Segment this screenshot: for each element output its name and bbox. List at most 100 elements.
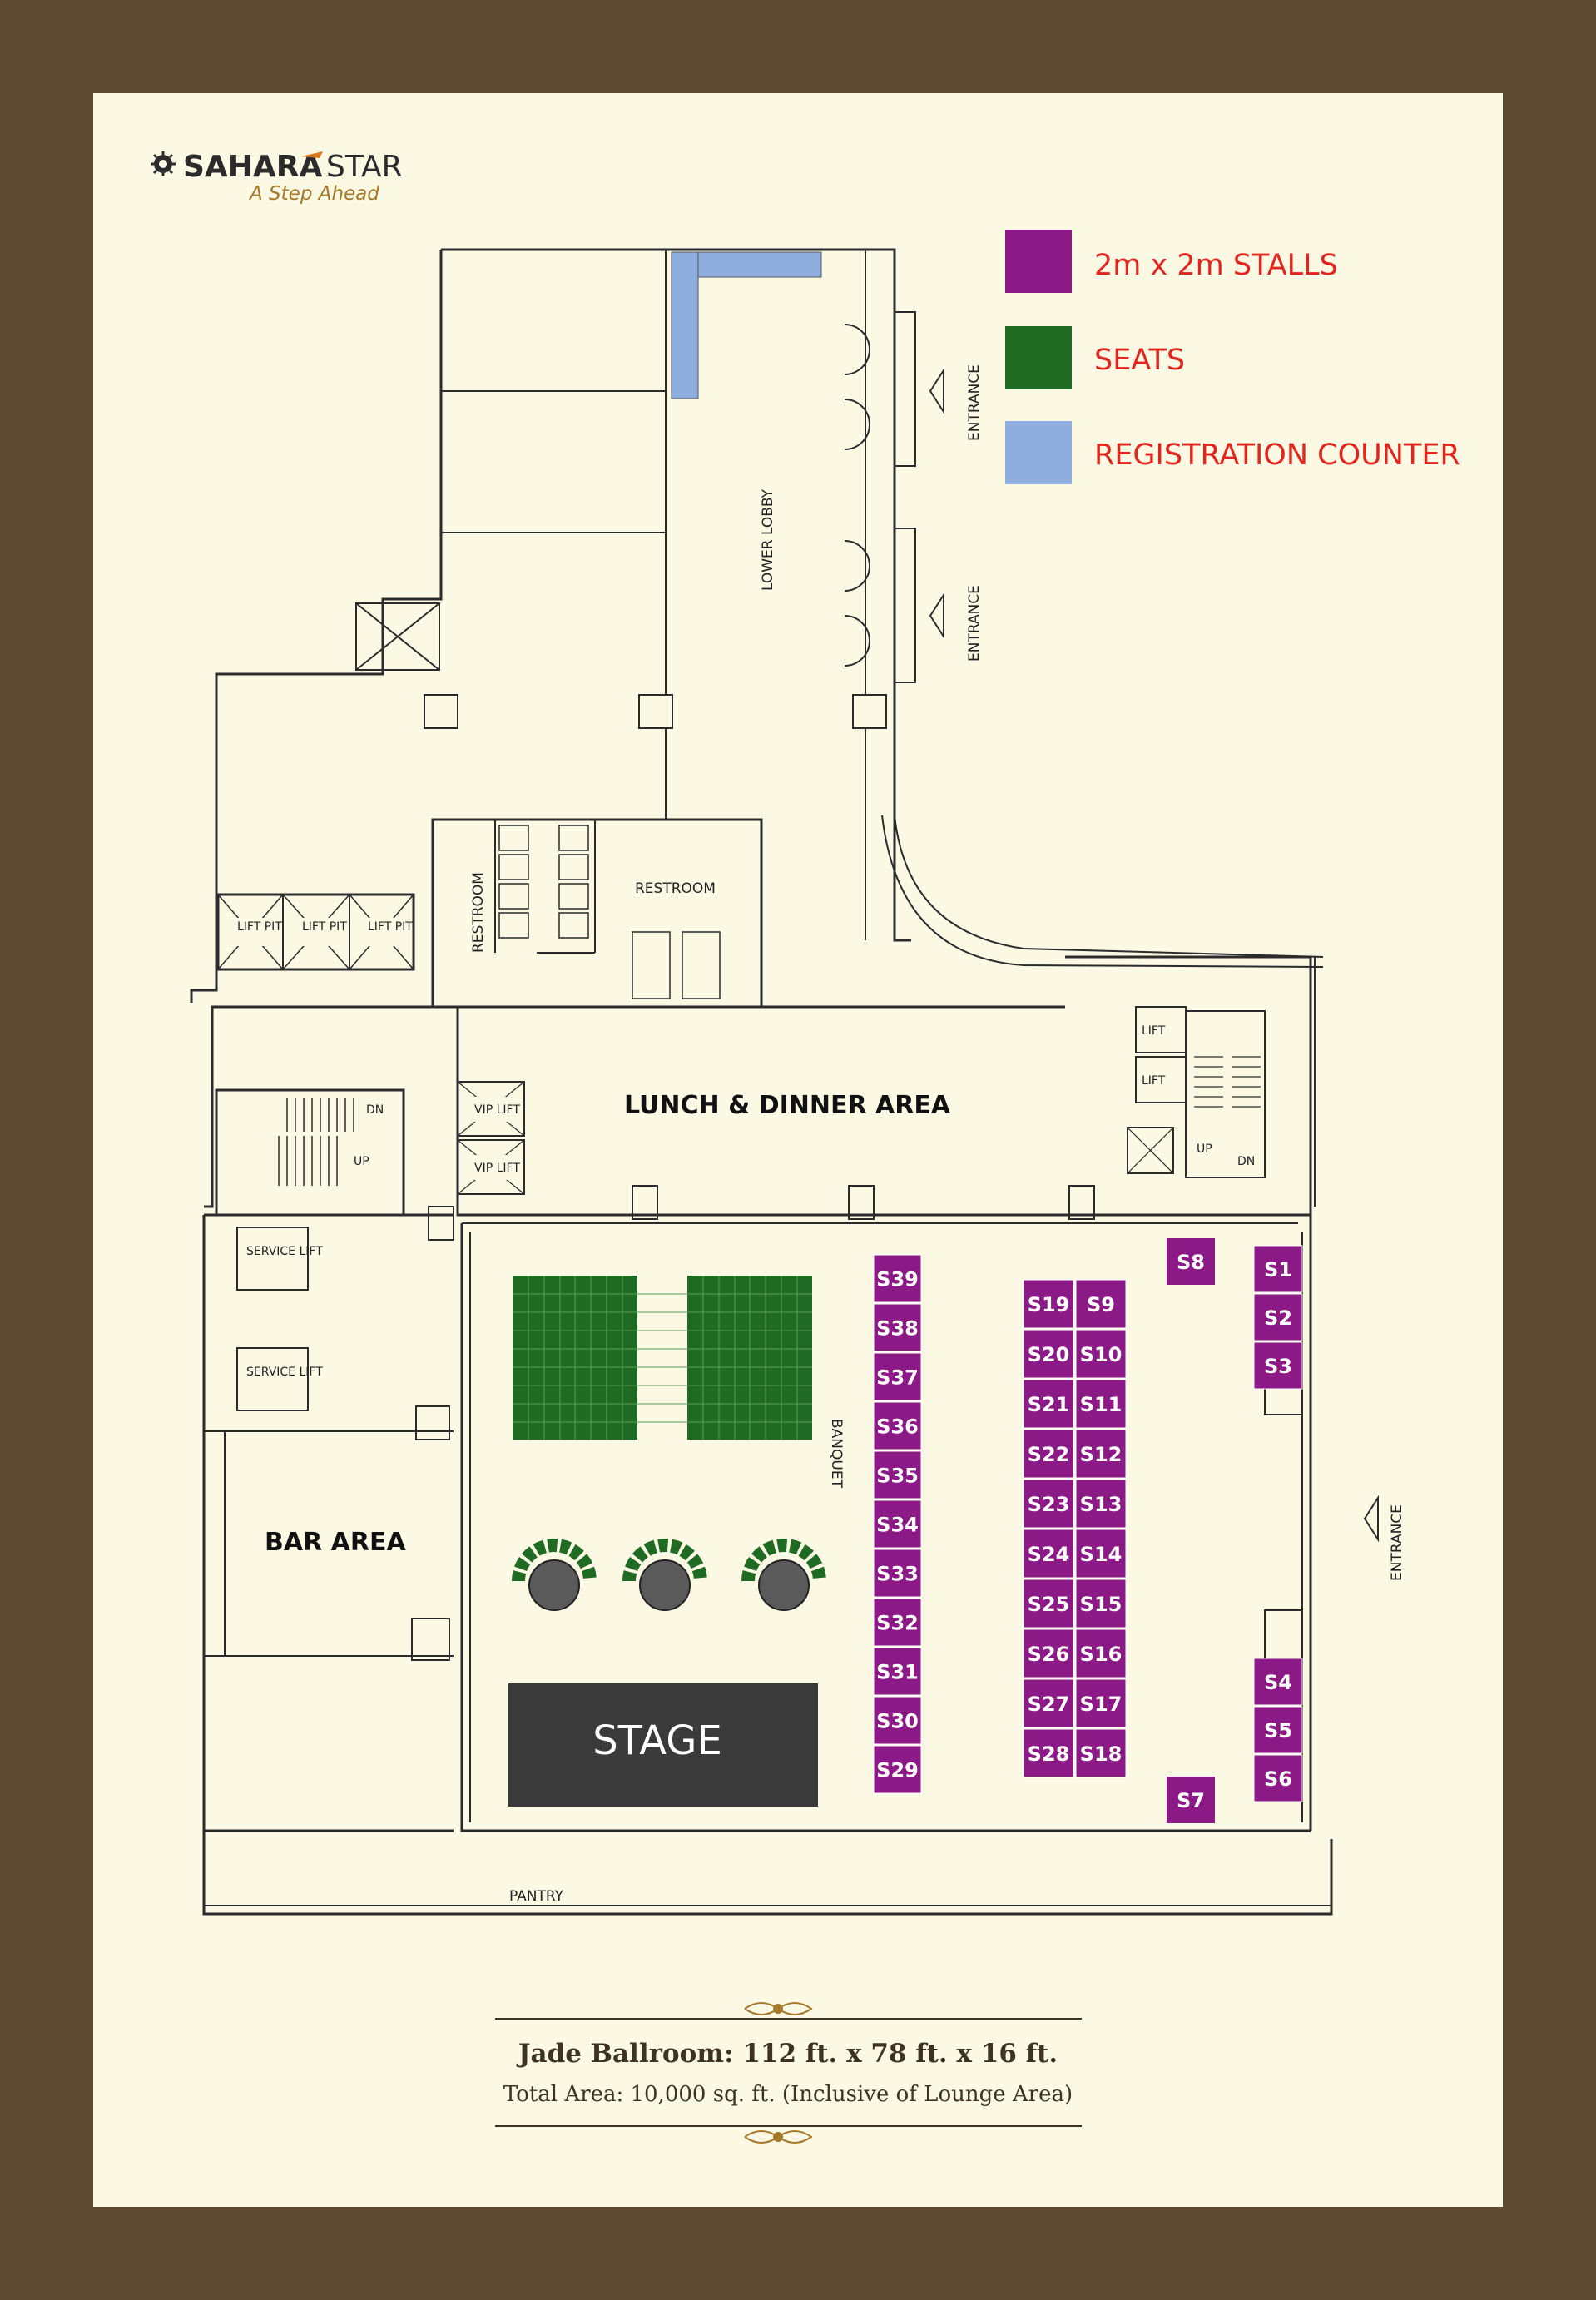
service-lift-label-2: SERVICE LIFT — [246, 1366, 323, 1379]
round-table-2 — [622, 1539, 707, 1611]
stall-s19 — [1023, 1279, 1074, 1329]
legend-swatch-stalls — [1005, 230, 1072, 293]
stall-s4 — [1253, 1658, 1303, 1706]
stall-label-s30: S30 — [876, 1710, 919, 1733]
stall-s9 — [1075, 1279, 1127, 1329]
stall-s36 — [873, 1401, 922, 1450]
stall-label-s7: S7 — [1177, 1789, 1205, 1812]
stall-label-s9: S9 — [1087, 1293, 1115, 1316]
stall-label-s23: S23 — [1028, 1493, 1070, 1516]
stall-label-s3: S3 — [1264, 1355, 1292, 1378]
entrance-label-middle: ENTRANCE — [966, 585, 983, 662]
restroom-label-left: RESTROOM — [470, 872, 487, 953]
vip-lift-label-2: VIP LIFT — [474, 1162, 520, 1175]
stall-s17 — [1075, 1678, 1127, 1728]
legend-label-stalls: 2m x 2m STALLS — [1094, 249, 1338, 282]
stall-s38 — [873, 1303, 922, 1352]
legend-swatch-seats — [1005, 326, 1072, 389]
stall-label-s38: S38 — [876, 1317, 919, 1341]
stall-s10 — [1075, 1329, 1127, 1379]
stall-s21 — [1023, 1379, 1074, 1429]
entrance-arrow-icon — [1363, 1495, 1379, 1543]
stall-label-s36: S36 — [876, 1415, 919, 1439]
lobby-entrance-doors — [844, 311, 916, 683]
stall-s5 — [1253, 1706, 1303, 1754]
seating-blocks — [513, 1276, 812, 1440]
round-table-3 — [741, 1539, 826, 1611]
caption-title: Jade Ballroom: 112 ft. x 78 ft. x 16 ft. — [516, 2039, 1058, 2069]
legend-label-seats: SEATS — [1094, 344, 1185, 377]
stall-s1 — [1253, 1245, 1303, 1293]
stall-s12 — [1075, 1429, 1127, 1479]
stall-label-s34: S34 — [876, 1514, 919, 1537]
lift-label-2: LIFT — [1142, 1074, 1166, 1088]
entrance-label-top: ENTRANCE — [966, 364, 983, 441]
stall-label-s5: S5 — [1264, 1719, 1292, 1742]
entrance-label-right: ENTRANCE — [1389, 1504, 1405, 1581]
stall-label-s37: S37 — [876, 1366, 919, 1390]
stall-label-s26: S26 — [1028, 1643, 1070, 1666]
entrance-top-marker: ENTRANCE — [929, 364, 983, 441]
entrance-arrow-icon — [929, 592, 944, 640]
stall-label-s14: S14 — [1080, 1543, 1123, 1566]
lower-lobby-label: LOWER LOBBY — [760, 488, 776, 591]
banquet-label: BANQUET — [828, 1419, 845, 1489]
registration-counter-side — [671, 251, 699, 399]
stall-s7 — [1167, 1777, 1215, 1823]
stall-label-s18: S18 — [1080, 1742, 1123, 1766]
entrance-arrow-icon — [929, 367, 944, 415]
stall-s33 — [873, 1549, 922, 1598]
stall-s8 — [1167, 1238, 1215, 1285]
stall-s24 — [1023, 1529, 1074, 1579]
brand-name-light: STAR — [326, 150, 403, 184]
stall-label-s10: S10 — [1080, 1343, 1123, 1366]
stall-s11 — [1075, 1379, 1127, 1429]
stall-label-s13: S13 — [1080, 1493, 1123, 1516]
brand-name-bold: SAHARA — [183, 150, 323, 184]
stall-s27 — [1023, 1678, 1074, 1728]
stall-s18 — [1075, 1728, 1127, 1778]
stall-s30 — [873, 1696, 922, 1745]
lift-pits: LIFT PIT LIFT PIT LIFT PIT — [216, 893, 415, 971]
stall-label-s8: S8 — [1177, 1251, 1205, 1274]
stall-s15 — [1075, 1579, 1127, 1628]
stall-s34 — [873, 1499, 922, 1549]
stall-label-s17: S17 — [1080, 1693, 1123, 1716]
stall-s14 — [1075, 1529, 1127, 1579]
ornament-top-icon — [744, 2002, 813, 2015]
stall-label-s12: S12 — [1080, 1443, 1123, 1466]
stair-up-label: UP — [354, 1155, 369, 1168]
ornament-bottom-icon — [744, 2130, 813, 2144]
restroom-block: RESTROOM RESTROOM — [431, 818, 763, 1009]
sun-emblem-icon — [151, 151, 176, 176]
entrance-middle-marker: ENTRANCE — [929, 585, 983, 662]
stall-s39 — [873, 1254, 922, 1303]
stall-label-s33: S33 — [876, 1563, 919, 1586]
stall-label-s4: S4 — [1264, 1671, 1292, 1694]
right-lifts: LIFT LIFT UP DN — [1127, 1006, 1266, 1178]
caption: Jade Ballroom: 112 ft. x 78 ft. x 16 ft.… — [495, 2002, 1082, 2144]
stall-s32 — [873, 1598, 922, 1647]
stall-label-s24: S24 — [1028, 1543, 1070, 1566]
stall-s35 — [873, 1450, 922, 1499]
caption-subtitle: Total Area: 10,000 sq. ft. (Inclusive of… — [503, 2082, 1073, 2107]
stall-s22 — [1023, 1429, 1074, 1479]
stall-label-s2: S2 — [1264, 1306, 1292, 1330]
stall-label-s35: S35 — [876, 1465, 919, 1488]
stall-label-s32: S32 — [876, 1612, 919, 1635]
stage-label: STAGE — [592, 1718, 722, 1764]
stall-s37 — [873, 1352, 922, 1401]
stall-s28 — [1023, 1728, 1074, 1778]
service-lift-label-1: SERVICE LIFT — [246, 1245, 323, 1258]
stall-s6 — [1253, 1754, 1303, 1802]
stall-label-s28: S28 — [1028, 1742, 1070, 1766]
vip-lift-label-1: VIP LIFT — [474, 1103, 520, 1117]
pantry-label: PANTRY — [509, 1888, 564, 1905]
stall-label-s19: S19 — [1028, 1293, 1070, 1316]
stall-s13 — [1075, 1479, 1127, 1529]
main-walls — [202, 955, 1333, 1916]
